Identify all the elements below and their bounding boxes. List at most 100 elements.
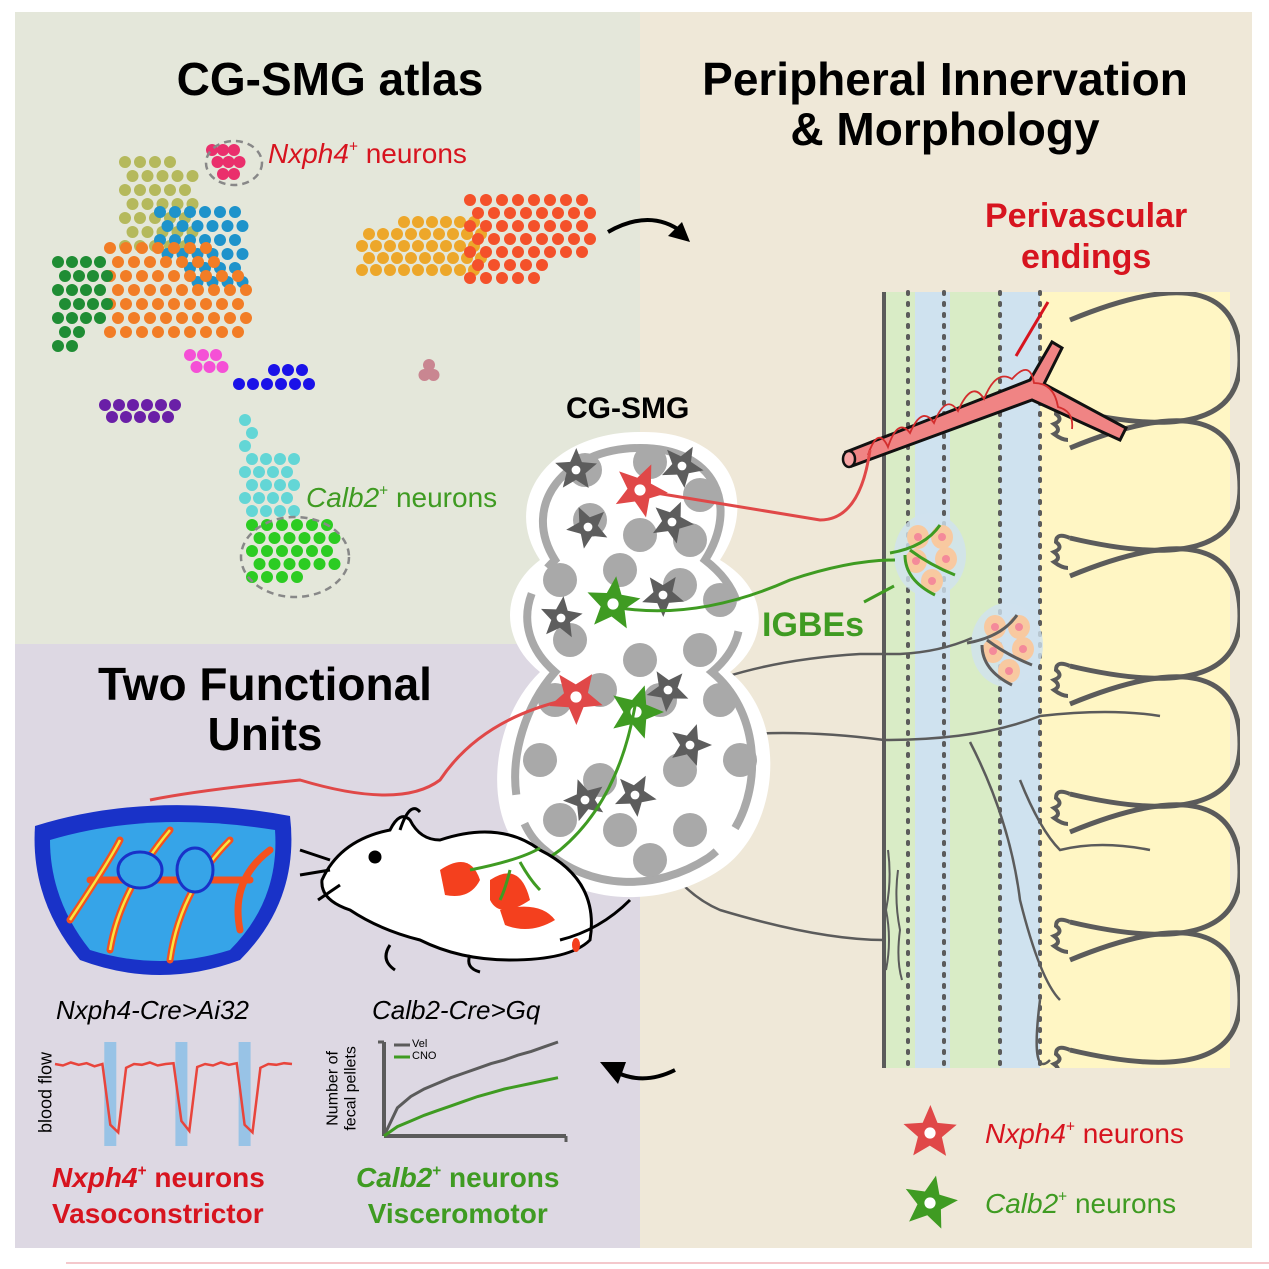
cluster-point xyxy=(328,532,341,544)
cluster-point xyxy=(217,168,229,180)
cluster-point xyxy=(176,312,188,324)
cluster-point xyxy=(268,558,281,570)
cluster-darkgreen xyxy=(52,256,113,352)
cluster-point xyxy=(289,378,301,390)
cluster-point xyxy=(208,312,220,324)
cluster-point xyxy=(106,411,118,423)
cluster-point xyxy=(512,272,524,284)
perivascular-line1: Perivascular xyxy=(985,197,1188,235)
enteric-nucleus xyxy=(1015,623,1023,631)
calb2-cluster-label: Calb2+ neurons xyxy=(306,482,497,514)
cluster-point xyxy=(160,256,172,268)
villi xyxy=(1049,292,1240,1068)
glial-cell xyxy=(543,563,577,597)
cluster-point xyxy=(200,270,212,282)
cluster-point xyxy=(276,545,288,557)
cg-smg-ganglion xyxy=(497,431,771,898)
cluster-point xyxy=(66,340,78,352)
cluster-point xyxy=(480,246,492,258)
neuron-unlabeled xyxy=(653,501,694,544)
units-title-line1: Two Functional xyxy=(98,658,432,710)
nxph4-result-line1: Nxph4+ neurons xyxy=(52,1160,265,1196)
cluster-point xyxy=(66,256,78,268)
glial-cell xyxy=(663,753,697,787)
cluster-point xyxy=(203,361,216,373)
neuron-nucleus xyxy=(607,598,619,610)
cluster-point xyxy=(528,194,540,206)
glial-cell xyxy=(633,445,667,479)
cluster-point xyxy=(283,532,296,544)
label-suffix: neurons xyxy=(388,482,498,513)
cluster-point xyxy=(94,284,106,296)
superscript: + xyxy=(379,482,389,500)
left-genotype: Nxph4-Cre>Ai32 xyxy=(56,995,249,1025)
units-title-line2: Units xyxy=(207,707,323,760)
cluster-point xyxy=(384,264,396,276)
cluster-point xyxy=(283,558,296,570)
enteric-nucleus xyxy=(991,623,999,631)
cluster-point xyxy=(128,284,140,296)
cluster-point xyxy=(190,361,203,373)
cluster-point xyxy=(544,220,556,232)
cluster-point xyxy=(576,246,588,258)
neuron-nxph4 xyxy=(549,674,603,725)
glial-cell xyxy=(703,583,737,617)
cluster-point xyxy=(504,259,516,271)
cluster-point xyxy=(164,156,176,168)
cluster-point xyxy=(496,220,508,232)
cluster-point xyxy=(192,284,204,296)
cluster-point xyxy=(423,359,435,371)
cluster-point xyxy=(134,156,146,168)
igbe-cluster-gray xyxy=(966,603,1043,687)
cluster-point xyxy=(210,349,222,361)
pellets-ylabel: Number of fecal pellets xyxy=(325,1033,362,1143)
cluster-point xyxy=(496,194,508,206)
cluster-point xyxy=(464,272,476,284)
myenteric-fibers xyxy=(884,849,903,981)
cluster-point xyxy=(268,364,280,376)
gene-name: Calb2 xyxy=(356,1162,433,1193)
ganglion-capsule xyxy=(511,443,756,886)
atlas-scatter xyxy=(52,139,596,599)
cluster-point xyxy=(447,228,459,240)
cluster-point xyxy=(136,298,148,310)
cluster-point xyxy=(59,298,71,310)
cluster-point xyxy=(418,369,431,381)
cluster-point xyxy=(208,284,220,296)
crypt xyxy=(1049,661,1071,698)
cluster-point xyxy=(560,246,572,258)
cluster-point xyxy=(267,466,279,478)
cluster-point xyxy=(176,284,188,296)
arrow-atlas-to-periphery xyxy=(607,218,690,242)
cluster-point xyxy=(440,216,452,228)
cluster-point xyxy=(73,270,85,282)
cluster-point xyxy=(216,298,228,310)
label-suffix: neurons xyxy=(1067,1188,1177,1219)
cluster-point xyxy=(440,240,452,252)
cluster-point xyxy=(169,399,181,411)
blood-flow-trace xyxy=(54,1061,293,1136)
calb2-cluster-outline xyxy=(239,515,351,599)
bottom-divider xyxy=(66,1262,1269,1264)
cluster-point xyxy=(472,207,484,219)
superscript: + xyxy=(1065,1118,1075,1136)
stimulation-bar xyxy=(104,1042,117,1146)
glial-cell xyxy=(543,803,577,837)
cluster-point xyxy=(236,248,249,260)
cluster-point xyxy=(168,298,180,310)
enteric-nucleus xyxy=(1005,667,1013,675)
cluster-point xyxy=(186,170,199,182)
cluster-point xyxy=(184,298,196,310)
cluster-point xyxy=(480,220,492,232)
cluster-point xyxy=(112,284,124,296)
cluster-point xyxy=(141,399,153,411)
neuron-unlabeled xyxy=(555,448,597,488)
glial-cell xyxy=(673,523,707,557)
crypt xyxy=(1049,789,1071,826)
cluster-point xyxy=(59,270,71,282)
cluster-point xyxy=(496,272,508,284)
cluster-point xyxy=(576,194,588,206)
cluster-mauve xyxy=(418,359,440,381)
cluster-point xyxy=(246,453,258,465)
